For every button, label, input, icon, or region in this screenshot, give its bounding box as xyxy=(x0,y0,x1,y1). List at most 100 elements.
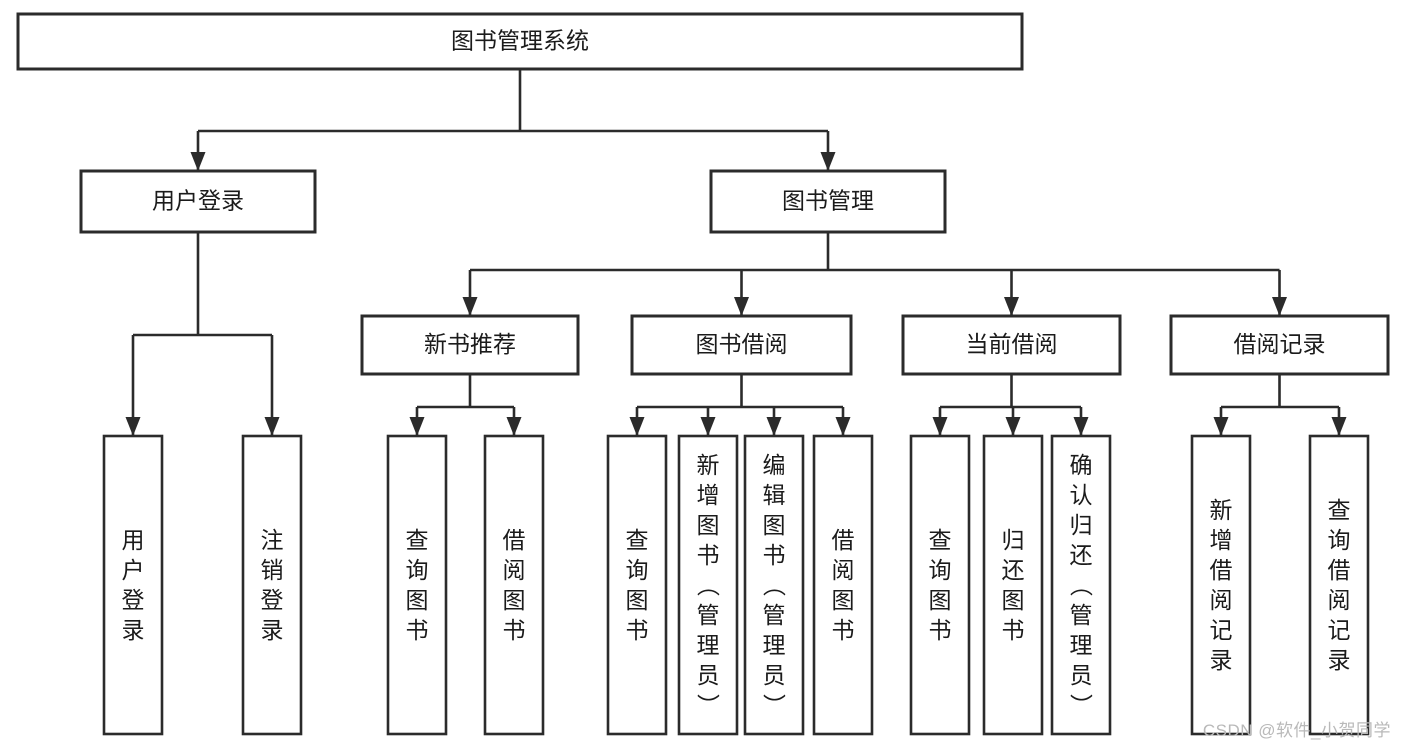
node-label-char: 登 xyxy=(261,587,284,613)
node-label-char: 借 xyxy=(1210,557,1233,583)
node-label-char: ） xyxy=(1068,694,1094,717)
node-leaf-query-book-2[interactable]: 查询图书查询图书 xyxy=(606,434,668,736)
node-label-char: 查 xyxy=(626,527,649,553)
node-label-char: 理 xyxy=(1070,632,1093,658)
node-label-char: 图 xyxy=(929,587,952,613)
node-box xyxy=(677,434,739,736)
node-label-char: 书 xyxy=(1002,617,1025,643)
node-label-char: 借 xyxy=(1328,557,1351,583)
node-leaf-return-book[interactable]: 归还图书归还图书 xyxy=(982,434,1044,736)
node-label-char: 管 xyxy=(763,602,786,628)
node-box xyxy=(386,434,448,736)
node-label-char: 理 xyxy=(697,632,720,658)
node-label-char: 图 xyxy=(626,587,649,613)
node-new-book-rec[interactable]: 新书推荐 xyxy=(360,314,580,376)
edge-layer xyxy=(125,69,1347,436)
node-leaf-add-record[interactable]: 新增借阅记录新增借阅记录 xyxy=(1190,434,1252,736)
node-label-char: 书 xyxy=(697,542,720,568)
node-label-char: 图 xyxy=(697,512,720,538)
node-label-char: 归 xyxy=(1070,512,1093,538)
node-box xyxy=(630,314,853,376)
node-box xyxy=(79,169,317,234)
node-label: 借阅记录 xyxy=(1234,331,1326,357)
node-leaf-user-logout[interactable]: 注销登录注销登录 xyxy=(241,434,303,736)
node-label-char: 录 xyxy=(1328,647,1351,673)
node-box xyxy=(360,314,580,376)
node-leaf-borrow-book-2[interactable]: 借阅图书借阅图书 xyxy=(812,434,874,736)
node-label-char: 录 xyxy=(261,617,284,643)
node-label-char: 注 xyxy=(261,527,284,553)
node-label-char: 阅 xyxy=(832,557,855,583)
node-label-char: 辑 xyxy=(763,482,786,508)
node-label-char: 还 xyxy=(1070,542,1093,568)
node-label-char: 书 xyxy=(832,617,855,643)
node-label-char: 书 xyxy=(503,617,526,643)
node-label-char: 销 xyxy=(261,557,284,583)
node-label-char: （ xyxy=(1068,574,1094,597)
node-label-char: 查 xyxy=(1328,497,1351,523)
node-book-manage[interactable]: 图书管理 xyxy=(709,169,947,234)
node-leaf-borrow-book-1[interactable]: 借阅图书借阅图书 xyxy=(483,434,545,736)
node-label-char: 增 xyxy=(697,482,720,508)
node-root[interactable]: 图书管理系统 xyxy=(16,12,1024,71)
node-label-char: 新 xyxy=(697,452,720,478)
node-label-char: 询 xyxy=(1328,527,1351,553)
node-label-char: 图 xyxy=(1002,587,1025,613)
node-label-char: 登 xyxy=(122,587,145,613)
node-label-char: 还 xyxy=(1002,557,1025,583)
node-borrow-record[interactable]: 借阅记录 xyxy=(1169,314,1390,376)
node-box xyxy=(901,314,1122,376)
node-leaf-user-login[interactable]: 用户登录用户登录 xyxy=(102,434,164,736)
node-label: 图书管理 xyxy=(782,188,874,214)
node-current-borrow[interactable]: 当前借阅 xyxy=(901,314,1122,376)
node-layer: 图书管理系统用户登录图书管理新书推荐图书借阅当前借阅借阅记录用户登录用户登录注销… xyxy=(16,12,1390,736)
node-label-char: 员 xyxy=(763,662,786,688)
node-label-char: 图 xyxy=(763,512,786,538)
node-box xyxy=(1190,434,1252,736)
node-label-char: 员 xyxy=(1070,662,1093,688)
node-label-char: 归 xyxy=(1002,527,1025,553)
node-user-login[interactable]: 用户登录 xyxy=(79,169,317,234)
node-box xyxy=(483,434,545,736)
node-label-char: 录 xyxy=(122,617,145,643)
node-label-char: 查 xyxy=(929,527,952,553)
node-label-char: 书 xyxy=(406,617,429,643)
node-label-char: 询 xyxy=(929,557,952,583)
node-label-char: ） xyxy=(695,694,721,717)
node-leaf-query-record[interactable]: 查询借阅记录查询借阅记录 xyxy=(1308,434,1370,736)
node-label-char: 新 xyxy=(1210,497,1233,523)
node-label-char: （ xyxy=(695,574,721,597)
node-label-char: 记 xyxy=(1328,617,1351,643)
node-label-char: 员 xyxy=(697,662,720,688)
node-label-char: 询 xyxy=(626,557,649,583)
node-label-char: 阅 xyxy=(1328,587,1351,613)
node-label-char: 增 xyxy=(1210,527,1233,553)
node-label-char: 认 xyxy=(1070,482,1093,508)
node-book-borrow[interactable]: 图书借阅 xyxy=(630,314,853,376)
node-box xyxy=(743,434,805,736)
node-label-char: 记 xyxy=(1210,617,1233,643)
node-label-char: 确 xyxy=(1070,452,1093,478)
node-box xyxy=(982,434,1044,736)
node-leaf-query-book-1[interactable]: 查询图书查询图书 xyxy=(386,434,448,736)
node-label-char: 询 xyxy=(406,557,429,583)
node-label: 图书借阅 xyxy=(696,331,788,357)
node-label-char: （ xyxy=(761,574,787,597)
node-label: 用户登录 xyxy=(152,188,244,214)
node-label-char: ） xyxy=(761,694,787,717)
node-label-char: 书 xyxy=(763,542,786,568)
node-leaf-query-book-3[interactable]: 查询图书查询图书 xyxy=(909,434,971,736)
node-label: 图书管理系统 xyxy=(451,28,589,54)
node-box xyxy=(16,12,1024,71)
node-label-char: 书 xyxy=(929,617,952,643)
node-box xyxy=(709,169,947,234)
node-label-char: 图 xyxy=(406,587,429,613)
node-label-char: 编 xyxy=(763,452,786,478)
node-box xyxy=(909,434,971,736)
node-label-char: 管 xyxy=(697,602,720,628)
